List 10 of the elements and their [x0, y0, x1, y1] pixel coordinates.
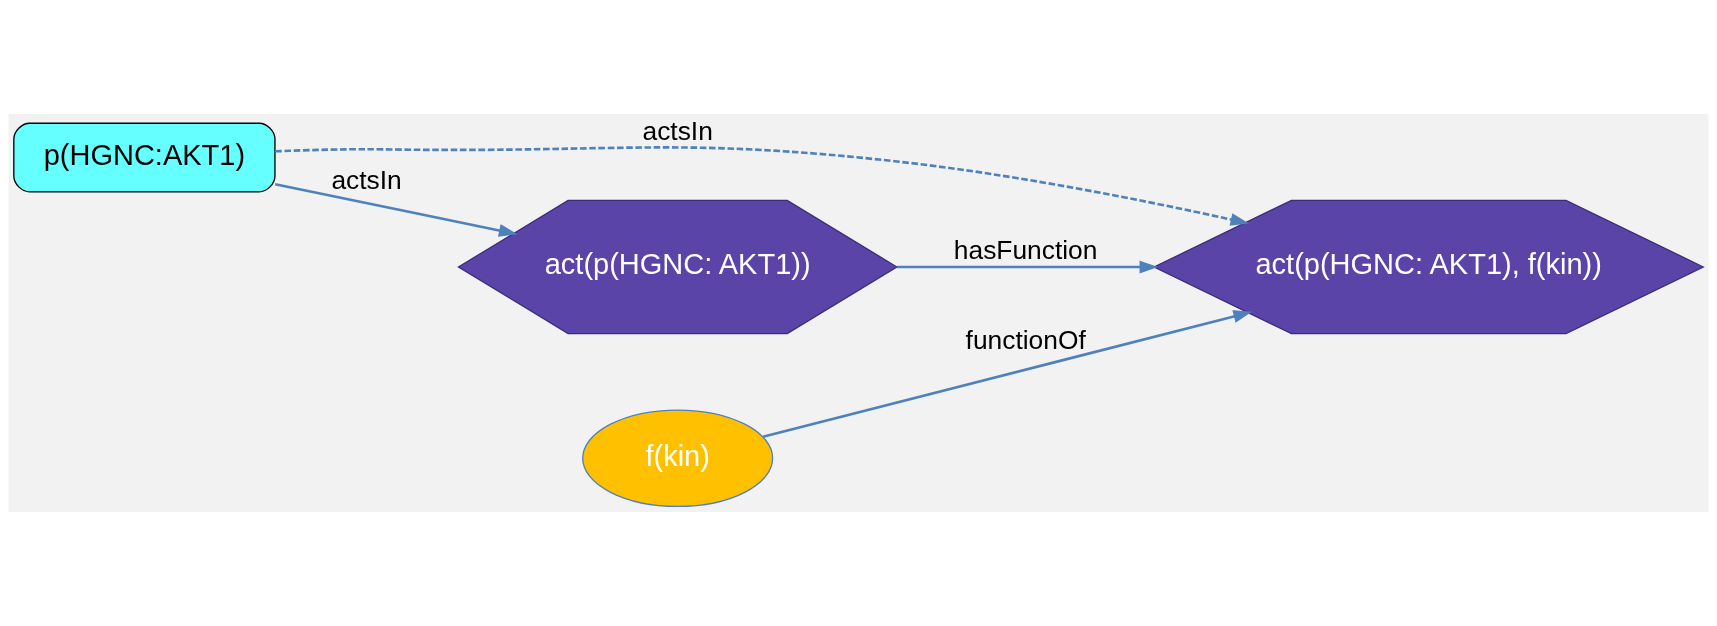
edge-label: actsIn [642, 116, 713, 147]
arrow [274, 182, 518, 237]
node-box: p(HGNC:AKT1) [13, 122, 276, 193]
edge-label: actsIn [331, 165, 402, 196]
edge-label: functionOf [965, 324, 1086, 355]
edge-label: hasFunction [953, 235, 1098, 266]
arrow [896, 260, 1159, 274]
arrow [762, 310, 1252, 439]
node-ellipse: f(kin) [582, 409, 774, 508]
arrow [275, 146, 1250, 226]
